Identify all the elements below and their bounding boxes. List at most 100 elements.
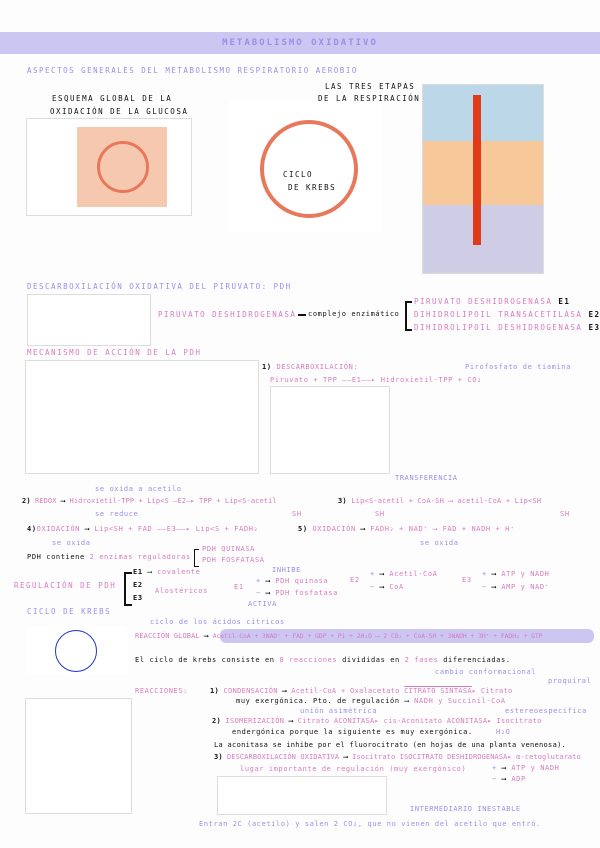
fosfatasa-label: PDH FOSFATASA xyxy=(202,556,265,564)
text-sec4-r2-a: Citrato xyxy=(297,717,330,725)
complejo-label: complejo enzimático xyxy=(308,310,400,318)
section-heading-mecanismo: MECANISMO DE ACCIÓN DE LA PDH xyxy=(27,348,202,357)
text-sec3-minus: − xyxy=(370,583,375,591)
text-sec4-y-nadh: y NADH xyxy=(530,764,560,772)
quinasa-label: PDH QUINASA xyxy=(202,545,255,553)
ciclo-label: CICLO xyxy=(283,170,314,179)
glucose-oxidation-figure xyxy=(26,118,192,216)
cycle-circle xyxy=(97,141,149,193)
page-title: METABOLISMO OXIDATIVO xyxy=(222,38,378,48)
e1-label: E1 ⟶ covalente xyxy=(133,568,201,576)
stage-2-band xyxy=(423,141,543,205)
text-sec4-r1-num: 1) xyxy=(210,687,220,695)
text-sec4-r1-reg: NADH y Succinil-CoA xyxy=(414,697,506,705)
inestable-note: INTERMEDIARIO INESTABLE xyxy=(410,805,521,813)
r3-plus: + ⟶ ATP y NADH xyxy=(492,764,560,772)
text-sec3-plus: + xyxy=(482,570,487,578)
krebs-intro: El ciclo de krebs consiste en 8 reaccion… xyxy=(135,656,511,665)
text-sec3-s-acetil: S-acetil xyxy=(242,497,277,505)
text-sec4-r1-eq: Acetil-CoA + Oxalacetato xyxy=(291,687,400,695)
text-sec3-lip: Lip xyxy=(351,497,365,505)
e2-minus: − ⟶ CoA xyxy=(370,583,404,591)
r3-row: 3) DESCARBOXILACIÓN OXIDATIVA ⟶ Isocitra… xyxy=(214,753,581,761)
global-reaction: REACCIÓN GLOBAL ⟶ Acetil-CoA + 3NAD⁺ + F… xyxy=(135,632,543,640)
text-sec4-r2-num: 2) xyxy=(212,717,222,725)
text-sec3-step5-num: 5) xyxy=(298,525,308,533)
text-sec3-step1: DESCARBOXILACIÓN: xyxy=(276,363,359,371)
text-sec3-s-acetil: S-acetil xyxy=(368,497,405,505)
e3-label: E3 xyxy=(133,594,143,603)
text-sec3-acetil-coa: Acetil-CoA xyxy=(389,570,438,578)
text-sec3-pdh-quinasa: PDH quinasa xyxy=(275,577,329,585)
text-sec4-r1-note: muy exergónica. Pto. de regulación xyxy=(236,697,400,705)
alostericos-label: Alostéricos xyxy=(155,587,208,595)
text-sec3-step1-num: 1) xyxy=(262,363,272,371)
text-sec3-step5: OXIDACIÓN xyxy=(312,525,356,533)
text-sec4-r3: DESCARBOXILACIÓN OXIDATIVA xyxy=(226,753,340,761)
step1-eq: Piruvato + TPP ——E1——▸ Hidroxietil-TPP +… xyxy=(270,376,482,384)
text-sec3-e1: E1 xyxy=(133,568,143,576)
text-sec3-lip: Lip xyxy=(94,525,109,533)
text-sec4-intro-a: El ciclo de krebs consiste en xyxy=(135,656,275,664)
pdh-mechanism-figure xyxy=(25,360,259,474)
text-sec3-step4-num: 4) xyxy=(27,525,37,533)
step4-row: 4)OXIDACIÓN ⟶ Lip<SH + FAD ——E3——▸ Lip<S… xyxy=(27,525,259,533)
inhibe-label: INHIBE xyxy=(272,566,301,574)
reg-e3: E3 xyxy=(462,576,472,584)
text-sec4-r2-enz: ACONITASA xyxy=(446,717,488,725)
r1-row: 1) CONDENSACIÓN ⟶ Acetil-CoA + Oxalaceta… xyxy=(210,687,513,695)
oxida-acetilo: se oxida a acetilo xyxy=(95,485,182,493)
isocitrate-structure-figure xyxy=(217,776,387,815)
text-sec3-minus: − xyxy=(482,583,487,591)
text-sec3-step4: OXIDACIÓN xyxy=(36,525,80,533)
step1: 1) DESCARBOXILACIÓN: xyxy=(262,363,358,372)
krebs-mini-figure xyxy=(27,626,127,674)
text-sec3-atp-nadh: ATP y NADH xyxy=(501,570,550,578)
text-sec3-amp-nad: AMP y NAD⁺ xyxy=(501,583,550,591)
e3-plus: + ⟶ ATP y NADH xyxy=(482,570,550,578)
text-sec4-r3-a: Isocitrato xyxy=(352,753,396,761)
text-sec3-step3-num: 3) xyxy=(338,497,347,505)
text-sec4-global-eq: Acetil-CoA + 3NAD⁺ + FAD + GDP + Pi + 2H… xyxy=(212,633,543,640)
section-heading-pdh: DESCARBOXILACIÓN OXIDATIVA DEL PIRUVATO:… xyxy=(27,282,292,291)
se-reduce: se reduce xyxy=(95,510,139,518)
text-sec3-pdh-fosfatasa: PDH fosfatasa xyxy=(275,589,338,597)
text-sec2-enzymes-2-code: E3 xyxy=(588,323,600,332)
pdh-reaction-figure xyxy=(27,294,151,346)
section-heading-aspectos: ASPECTOS GENERALES DEL METABOLISMO RESPI… xyxy=(27,66,358,75)
pdh-label: PIRUVATO DESHIDROGENASA xyxy=(158,310,297,319)
text-sec3-sh: SH xyxy=(532,497,542,505)
bracket xyxy=(124,572,132,606)
text-sec3-step2-res: TPP + Lip xyxy=(199,497,238,505)
text-sec4-intro-c: divididas en xyxy=(342,656,400,664)
text-sec4-global-label: REACCIÓN GLOBAL xyxy=(135,632,200,640)
text-sec4-r1-enz: CITRATO SINTASA xyxy=(404,687,472,695)
text-sec4-r1: CONDENSACIÓN xyxy=(223,687,278,695)
krebs-mini-circle xyxy=(55,630,97,672)
reg-e1: E1 xyxy=(234,583,244,591)
text-sec4-adp: ADP xyxy=(511,775,526,783)
text-sec3-step3-res: acetil-CoA + Lip xyxy=(457,497,528,505)
text-sec4-r2-b: cis-Aconitato xyxy=(383,717,443,725)
text-sec2-enzymes-0-code: E1 xyxy=(558,297,571,306)
enzyme-e1: PIRUVATO DESHIDROGENASA E1 xyxy=(414,297,570,306)
krebs-circle xyxy=(260,120,358,218)
cambio-note: cambio conformacional xyxy=(435,668,537,676)
krebs-label: DE KREBS xyxy=(288,183,337,192)
proquiral-note: proquiral xyxy=(548,677,592,685)
text-sec4-atp: ATP xyxy=(511,764,526,772)
text-sec4-r2: ISOMERIZACIÓN xyxy=(225,717,285,725)
text-sec3-step4-enz: E3 xyxy=(166,525,177,533)
tpp-note: Pirofosfato de tiamina xyxy=(465,363,571,371)
text-sec3-coa: CoA xyxy=(389,583,404,591)
step2-row: 2) REDOX ⟶ Hidroxietil-TPP + Lip<S —E2—▸… xyxy=(22,497,277,505)
se-oxida: se oxida xyxy=(52,539,91,547)
e1-minus: − ⟶ PDH fosfatasa xyxy=(256,589,338,597)
global-highlight xyxy=(220,629,594,643)
text-sec3-step2-enz: E2 xyxy=(177,497,187,505)
entran-note: Entran 2C (acetilo) y salen 2 CO₂, que n… xyxy=(199,820,541,828)
esquema-label-2: OXIDACIÓN DE LA GLUCOSA xyxy=(50,107,189,116)
regulacion-label: REGULACIÓN DE PDH xyxy=(14,581,117,590)
r3-note: lugar importante de regulación (muy exer… xyxy=(240,765,467,773)
text-sec3-step1-eq-left: Piruvato + TPP xyxy=(270,376,338,384)
